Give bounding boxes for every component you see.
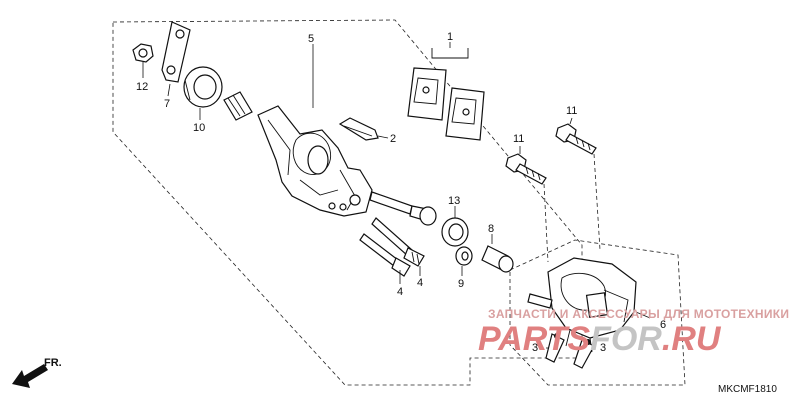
- diagram-code: MKCMF1810: [718, 384, 777, 395]
- part-2-spring: [338, 117, 379, 141]
- callout-11-left: 11: [513, 133, 524, 145]
- callout-1: 1: [447, 31, 453, 43]
- part-12-nut: [132, 43, 154, 63]
- callout-4-right: 4: [417, 277, 423, 289]
- callout-3-right: 3: [600, 342, 606, 354]
- leader-2: [377, 135, 389, 139]
- watermark-parts: PARTS: [478, 320, 590, 358]
- leader-11-right: [569, 117, 573, 125]
- part-11-bolt-right: [555, 123, 597, 155]
- watermark: ЗАПЧАСТИ И АКСЕССУАРЫ ДЛЯ МОТОТЕХНИКИ PA…: [478, 307, 789, 358]
- callout-12: 12: [136, 81, 148, 93]
- part-5-caliper-body: [257, 105, 373, 217]
- part-11-bolt-left: [505, 153, 547, 185]
- part-7-plate: [161, 21, 191, 83]
- callout-10: 10: [193, 122, 205, 134]
- bolt-axis-left: [543, 183, 549, 263]
- callout-6: 6: [660, 319, 666, 331]
- watermark-for: FOR: [590, 320, 662, 358]
- part-8-sleeve: [481, 245, 514, 273]
- callout-3-left: 3: [532, 342, 538, 354]
- callout-8: 8: [488, 223, 494, 235]
- part-4-bolt-left: [359, 233, 411, 277]
- leader-1: [431, 48, 469, 59]
- slide-pin: [369, 191, 437, 226]
- part-6-bracket: [527, 257, 637, 353]
- leader-6: [635, 311, 651, 319]
- part-13-seal: [441, 217, 469, 247]
- callout-13: 13: [448, 195, 460, 207]
- part-9-ring: [455, 246, 473, 266]
- part-10-ring: [183, 66, 223, 108]
- callout-7: 7: [164, 98, 170, 110]
- boot-part: [223, 91, 253, 121]
- front-direction-arrow: [12, 364, 48, 388]
- watermark-logo: PARTSFOR.RU: [478, 320, 722, 358]
- front-direction-label: FR.: [44, 357, 62, 369]
- part-1-pad-left: [407, 67, 447, 121]
- part-3-clip-left: [545, 333, 565, 363]
- part-3-clip-right: [573, 339, 595, 369]
- callout-11-right: 11: [566, 105, 577, 117]
- watermark-tagline: ЗАПЧАСТИ И АКСЕССУАРЫ ДЛЯ МОТОТЕХНИКИ: [488, 307, 789, 321]
- leader-7: [167, 83, 171, 97]
- part-4-bolt-right: [371, 217, 425, 267]
- watermark-ru: .RU: [662, 320, 722, 358]
- bolt-axis-right: [593, 153, 601, 251]
- callout-4-left: 4: [397, 286, 403, 298]
- part-1-pad-right: [445, 87, 485, 141]
- callout-5: 5: [308, 33, 314, 45]
- callout-9: 9: [458, 278, 464, 290]
- callout-2: 2: [390, 133, 396, 145]
- assembly-box-6: [509, 239, 686, 386]
